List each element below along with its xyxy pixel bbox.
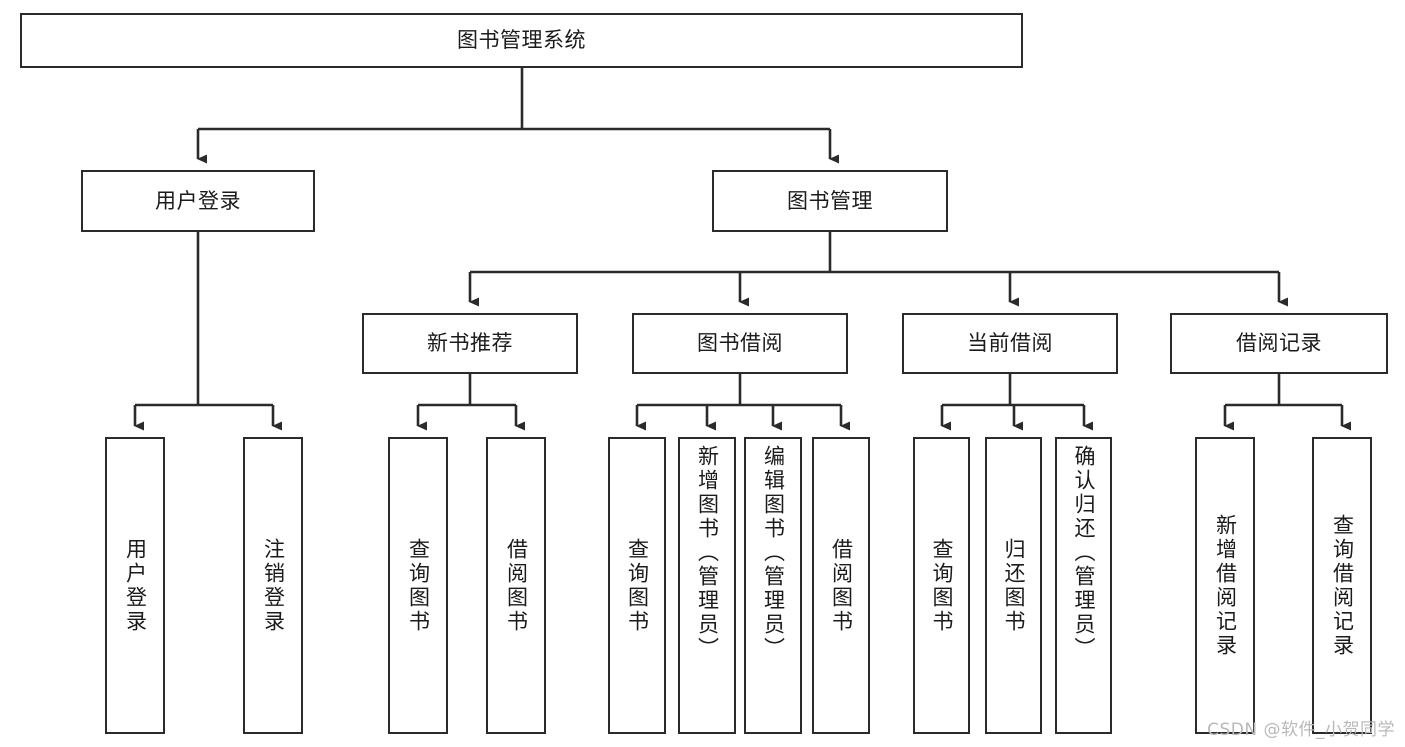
node-l13[interactable]: 查询借阅记录	[1312, 437, 1372, 734]
node-label: 图书管理	[787, 188, 873, 213]
node-records[interactable]: 借阅记录	[1170, 313, 1388, 374]
node-label: 确认归还（管理员）	[1072, 445, 1096, 661]
node-l2[interactable]: 注销登录	[243, 437, 303, 734]
node-label: 图书管理系统	[457, 28, 586, 53]
node-l9[interactable]: 查询图书	[913, 437, 970, 734]
node-l7[interactable]: 编辑图书（管理员）	[744, 437, 802, 734]
node-label: 查询借阅记录	[1330, 513, 1355, 658]
node-l5[interactable]: 查询图书	[608, 437, 666, 734]
node-label: 编辑图书（管理员）	[761, 445, 786, 661]
node-label: 用户登录	[123, 537, 148, 634]
node-newbook[interactable]: 新书推荐	[362, 313, 578, 374]
node-label: 借阅记录	[1236, 331, 1322, 356]
node-label: 查询图书	[406, 537, 431, 634]
node-label: 当前借阅	[967, 331, 1053, 356]
node-l8[interactable]: 借阅图书	[812, 437, 870, 734]
node-l11[interactable]: 确认归还（管理员）	[1055, 437, 1112, 734]
node-label: 借阅图书	[504, 537, 529, 634]
node-label: 新增图书（管理员）	[695, 445, 720, 661]
node-l3[interactable]: 查询图书	[388, 437, 448, 734]
node-borrow[interactable]: 图书借阅	[632, 313, 848, 374]
node-login[interactable]: 用户登录	[81, 170, 315, 232]
node-l10[interactable]: 归还图书	[985, 437, 1042, 734]
node-label: 归还图书	[1002, 537, 1026, 634]
node-label: 查询图书	[930, 537, 954, 634]
node-l1[interactable]: 用户登录	[105, 437, 165, 734]
node-label: 用户登录	[155, 188, 241, 213]
node-l6[interactable]: 新增图书（管理员）	[678, 437, 736, 734]
node-l4[interactable]: 借阅图书	[486, 437, 546, 734]
node-label: 新书推荐	[427, 331, 513, 356]
node-label: 借阅图书	[829, 537, 854, 634]
node-label: 注销登录	[261, 537, 286, 634]
node-bookmgmt[interactable]: 图书管理	[712, 170, 948, 232]
node-label: 查询图书	[625, 537, 650, 634]
node-label: 图书借阅	[697, 331, 783, 356]
node-root[interactable]: 图书管理系统	[20, 13, 1023, 68]
node-label: 新增借阅记录	[1213, 513, 1238, 658]
node-current[interactable]: 当前借阅	[902, 313, 1118, 374]
node-l12[interactable]: 新增借阅记录	[1195, 437, 1255, 734]
